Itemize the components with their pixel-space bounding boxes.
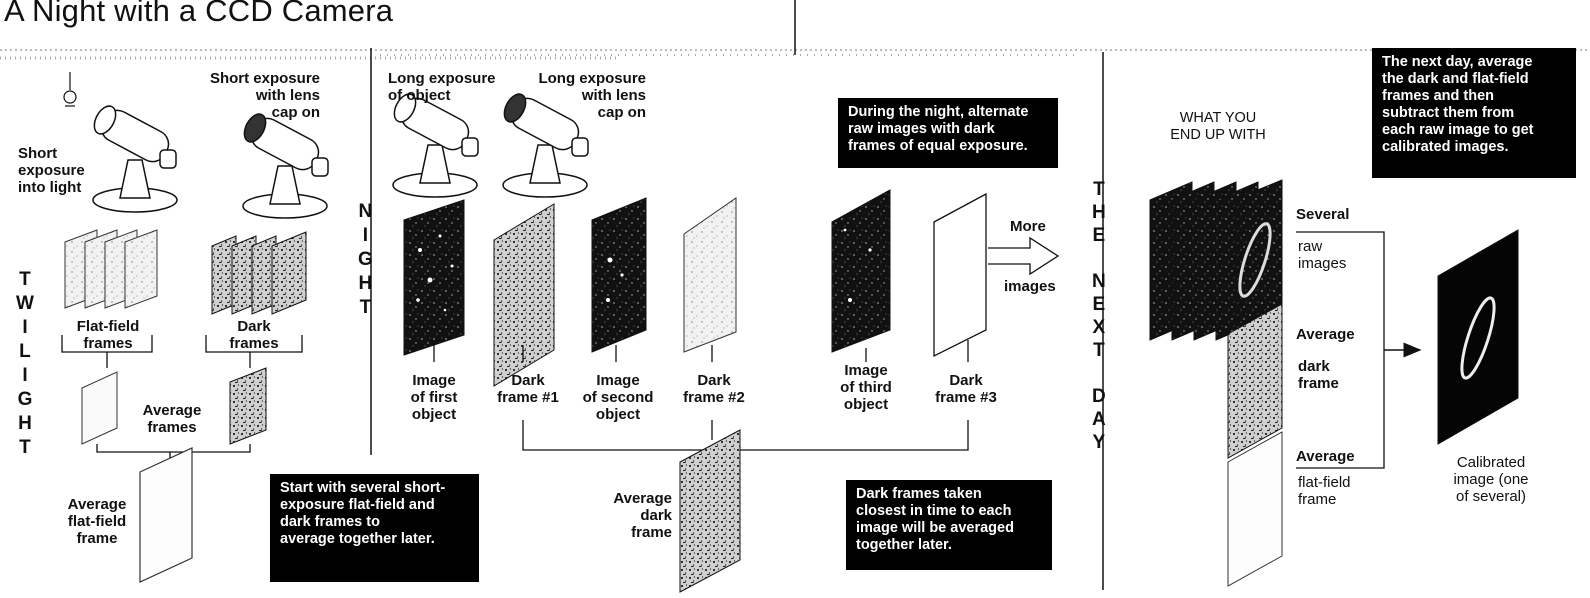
- telescope-icon-2: [242, 113, 329, 219]
- label-short-exposure-light: Short exposure into light: [18, 145, 85, 196]
- label-long-exposure-cap: Long exposure with lens cap on: [538, 70, 646, 121]
- calibrated-image-frame: [1437, 229, 1519, 445]
- label-calibrated-image: Calibrated image (one of several): [1453, 454, 1529, 505]
- label-image-first-object: Image of first object: [410, 372, 458, 423]
- night-alternate-note: During the night, alternate raw images w…: [838, 98, 1058, 168]
- telescope-icon-1: [92, 105, 178, 213]
- night-later-note: Dark frames taken closest in time to eac…: [846, 480, 1052, 570]
- flat-field-frames-stack: [64, 229, 158, 309]
- avg-dark-frame-small: [229, 367, 267, 445]
- stars-second: [606, 257, 624, 302]
- label-average-flat-field-frame: Average flat-field frame: [67, 496, 127, 547]
- galaxy-raw: [1238, 222, 1272, 298]
- dark-frames-stack: [211, 231, 307, 315]
- stars-first: [416, 234, 454, 312]
- label-dark-frame-1: Dark frame #1: [497, 372, 559, 406]
- light-bulb-icon: [63, 72, 77, 107]
- telescope-icon-4: [502, 93, 589, 198]
- bracket-flat: [61, 335, 153, 368]
- label-average-frames: Average frames: [142, 402, 202, 436]
- dark-frame-1: [493, 203, 555, 387]
- more-images-arrow: [988, 236, 1060, 276]
- night-connectors: [433, 340, 969, 451]
- galaxy-calibrated: [1460, 296, 1496, 380]
- raw-images-stack: [1149, 179, 1283, 341]
- label-average-flat: Average: [1296, 448, 1355, 465]
- avg-flat-frame-small: [81, 371, 118, 445]
- label-short-exposure-cap: Short exposure with lens cap on: [209, 70, 320, 121]
- image-second-object-frame: [591, 197, 647, 353]
- label-several: Several: [1296, 206, 1350, 223]
- label-flat-field-frame-sub: flat-field frame: [1298, 474, 1351, 508]
- telescope-icon-3: [392, 93, 479, 198]
- image-third-object-frame: [831, 189, 891, 353]
- section-next-day: T H E N E X T D A Y: [1092, 179, 1106, 453]
- label-dark-frames: Dark frames: [229, 318, 279, 352]
- label-dark-frame-2: Dark frame #2: [683, 372, 745, 406]
- label-average-dark: Average: [1296, 326, 1355, 343]
- section-night: N I G H T: [358, 201, 373, 318]
- label-long-exposure-object: Long exposure of object: [388, 70, 496, 104]
- label-dark-frame-sub: dark frame: [1298, 358, 1339, 392]
- section-twilight: T W I L I G H T: [16, 269, 34, 458]
- label-average-dark-frame: Average dark frame: [613, 490, 672, 541]
- label-what-you-end-up-with: WHAT YOU END UP WITH: [1170, 110, 1266, 143]
- page-title: A Night with a CCD Camera: [4, 0, 394, 28]
- label-dark-frame-3: Dark frame #3: [935, 372, 997, 406]
- label-flat-field-frames: Flat-field frames: [76, 318, 140, 352]
- avg-flat-day: [1227, 431, 1283, 587]
- label-more: More: [1010, 218, 1046, 235]
- bracket-dark: [205, 335, 303, 368]
- twilight-note: Start with several short- exposure flat-…: [270, 474, 479, 582]
- label-images: images: [1004, 278, 1056, 295]
- avg-dark-frame-night: [679, 429, 741, 593]
- next-day-note: The next day, average the dark and flat-…: [1372, 48, 1576, 178]
- dark-frame-3: [933, 192, 987, 358]
- avg-flat-field-frame: [139, 447, 193, 583]
- image-first-object-frame: [403, 199, 465, 356]
- label-image-second-object: Image of second object: [582, 372, 654, 423]
- dark-frame-2: [683, 197, 737, 353]
- stars-third: [843, 228, 872, 302]
- label-image-third-object: Image of third object: [840, 362, 892, 413]
- label-raw-images: raw images: [1298, 238, 1347, 272]
- avg-dark-day: [1227, 303, 1283, 459]
